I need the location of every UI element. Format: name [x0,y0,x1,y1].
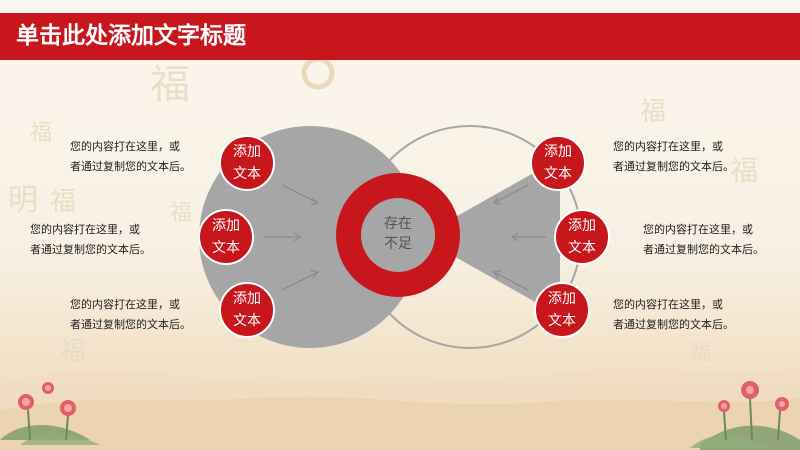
text-line: 您的内容打在这里，或 [613,298,723,311]
svg-text:福: 福 [30,121,52,146]
center-label-line1: 存在 [384,216,412,232]
badge-label-left-2: 添加 文本 [196,215,256,259]
text-line: 者通过复制您的文本后。 [70,160,191,173]
svg-text:福: 福 [640,97,666,127]
text-line: 您的内容打在这里，或 [643,223,753,236]
svg-text:明: 明 [8,183,38,218]
badge-label-right-3: 添加 文本 [532,288,592,332]
badge-circle-right-2[interactable] [554,209,610,265]
text-line: 您的内容打在这里，或 [70,140,180,153]
badge-label-line2: 文本 [233,166,261,182]
badge-label-right-1: 添加 文本 [528,141,588,185]
lotus-flower-left [0,382,100,445]
badge-circle-right-3[interactable] [534,282,590,338]
svg-text:福: 福 [730,154,758,187]
badge-label-line1: 添加 [548,291,576,307]
badge-circle-left-3[interactable] [219,282,275,338]
badge-label-line2: 文本 [548,313,576,329]
text-block-right-1[interactable]: 您的内容打在这里，或 者通过复制您的文本后。 [613,137,734,177]
lotus-flower-right [690,381,800,450]
text-block-left-3[interactable]: 您的内容打在这里，或 者通过复制您的文本后。 [70,295,191,335]
text-block-left-2[interactable]: 您的内容打在这里，或 者通过复制您的文本后。 [30,220,151,260]
badge-label-line2: 文本 [544,166,572,182]
text-line: 者通过复制您的文本后。 [613,318,734,331]
svg-text:福: 福 [690,341,712,366]
badge-circle-left-2[interactable] [198,209,254,265]
text-block-right-3[interactable]: 您的内容打在这里，或 者通过复制您的文本后。 [613,295,734,335]
svg-text:福: 福 [170,201,192,226]
badge-circle-right-1[interactable] [530,135,586,191]
text-line: 者通过复制您的文本后。 [643,243,764,256]
badge-label-line1: 添加 [233,291,261,307]
badge-label-line1: 添加 [233,144,261,160]
badge-label-left-3: 添加 文本 [217,288,277,332]
text-line: 者通过复制您的文本后。 [70,318,191,331]
badge-label-line2: 文本 [212,240,240,256]
text-block-right-2[interactable]: 您的内容打在这里，或 者通过复制您的文本后。 [643,220,764,260]
badge-label-line1: 添加 [212,218,240,234]
badge-label-line2: 文本 [568,240,596,256]
title-bar [0,13,800,60]
badge-label-line1: 添加 [568,218,596,234]
text-line: 您的内容打在这里，或 [30,223,140,236]
text-line: 者通过复制您的文本后。 [30,243,151,256]
right-gray-wedge [420,158,560,316]
badge-label-left-1: 添加 文本 [217,141,277,185]
text-line: 您的内容打在这里，或 [70,298,180,311]
badge-label-line1: 添加 [544,144,572,160]
slide-title[interactable]: 单击此处添加文字标题 [16,23,246,49]
badge-circle-left-1[interactable] [219,135,275,191]
text-line: 您的内容打在这里，或 [613,140,723,153]
badge-label-line2: 文本 [233,313,261,329]
center-label-line2: 不足 [384,236,412,252]
svg-text:福: 福 [60,337,86,367]
center-label[interactable]: 存在 不足 [368,214,428,254]
badge-label-right-2: 添加 文本 [552,215,612,259]
text-block-left-1[interactable]: 您的内容打在这里，或 者通过复制您的文本后。 [70,137,191,177]
connector-arrows [264,184,546,291]
svg-text:福: 福 [50,187,76,217]
calligraphy-mark: 福 [150,62,190,108]
text-line: 者通过复制您的文本后。 [613,160,734,173]
